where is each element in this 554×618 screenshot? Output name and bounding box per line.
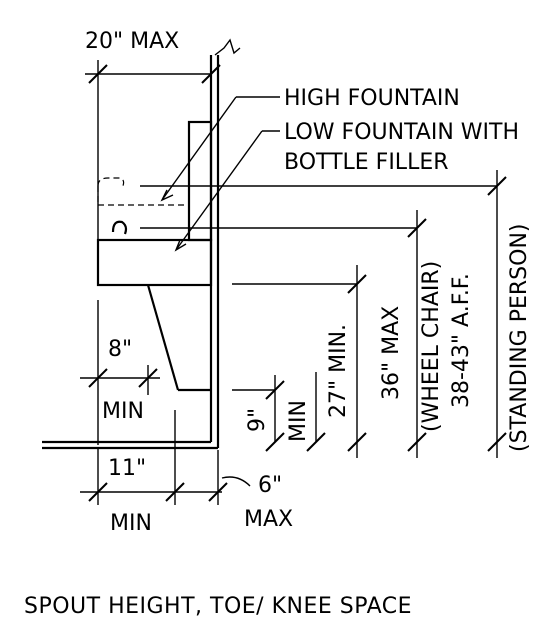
dim-11-min <box>80 410 251 505</box>
wheelchair-label: (WHEEL CHAIR) <box>419 261 444 432</box>
standing-label: (STANDING PERSON) <box>507 224 532 453</box>
knee-min-label: MIN <box>110 511 152 536</box>
dim-9-label: 9" <box>245 408 270 432</box>
knee-11-label: 11" <box>108 456 146 481</box>
clear-6-label: 6" <box>258 473 282 498</box>
dim-standing <box>487 170 507 458</box>
wheelchair-height-label: 38-43" A.F.F. <box>449 273 474 408</box>
dim-27-label: 27" MIN. <box>326 324 351 418</box>
caption: SPOUT HEIGHT, TOE/ KNEE SPACE <box>24 594 412 618</box>
floor <box>42 440 218 450</box>
high-fountain-label: HIGH FOUNTAIN <box>284 86 460 111</box>
dim-36-label: 36" MAX <box>379 306 404 400</box>
low-fountain-label-2: BOTTLE FILLER <box>284 150 449 175</box>
low-fountain-label-1: LOW FOUNTAIN WITH <box>284 120 519 145</box>
toe-min-label: MIN <box>102 399 144 424</box>
wall <box>209 38 241 448</box>
dim-20-max <box>85 60 221 240</box>
dim-8-min <box>80 300 160 445</box>
spout-lines <box>140 185 497 391</box>
dim-36 <box>347 265 367 458</box>
top-max-label: 20" MAX <box>85 29 179 54</box>
dim-9-min-label: MIN <box>286 400 311 442</box>
toe-8-label: 8" <box>108 337 132 362</box>
leaders <box>160 96 280 252</box>
dim-9 <box>265 375 285 452</box>
clear-max-label: MAX <box>244 507 293 532</box>
low-fountain <box>96 220 213 392</box>
dim-27 <box>306 372 326 452</box>
dim-wheelchair <box>407 210 427 458</box>
